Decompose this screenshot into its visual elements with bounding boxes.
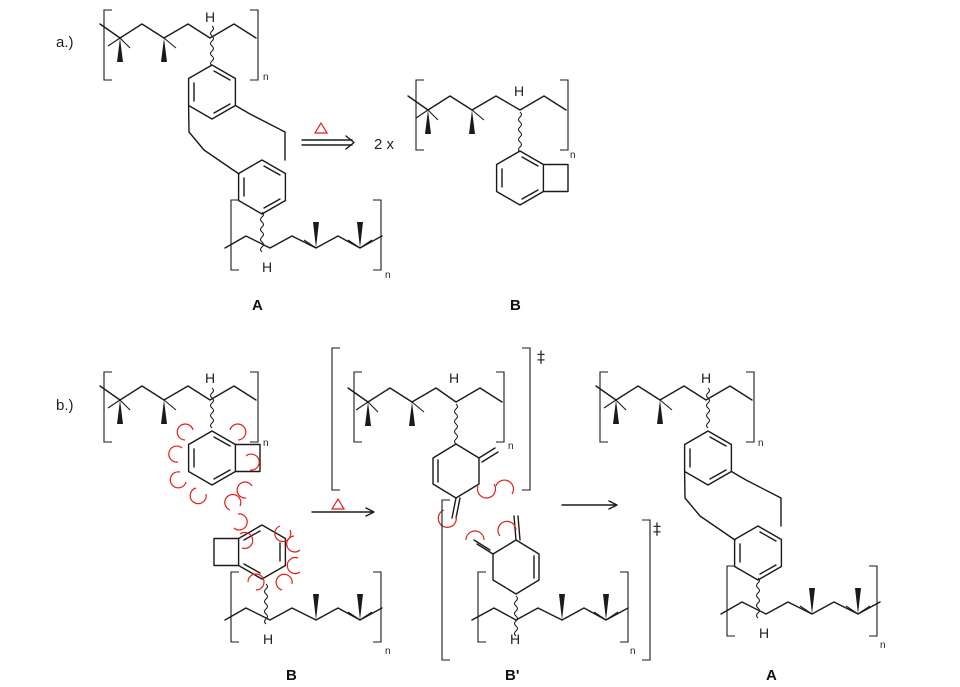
h-atom: H: [205, 9, 215, 25]
molecule-a-bottom: H n: [224, 199, 391, 281]
reaction-arrow-b: [561, 500, 618, 510]
h-atom: H: [205, 370, 215, 386]
repeat-n: n: [630, 646, 636, 657]
label-a-top: A: [252, 297, 263, 314]
double-dagger: ‡: [537, 347, 545, 366]
h-atom: H: [514, 83, 524, 99]
repeat-n: n: [385, 646, 391, 657]
repeat-n: n: [758, 438, 764, 449]
label-a-bottom: A: [766, 667, 777, 684]
h-atom: H: [759, 625, 769, 641]
h-atom: H: [449, 370, 459, 386]
coefficient-label: 2 x: [374, 136, 395, 153]
transition-state-b-prime: ‡ H n ‡: [331, 347, 661, 661]
panel-a-label: a.): [56, 34, 74, 51]
heat-arrow-b: [311, 497, 375, 517]
repeat-n: n: [263, 72, 269, 83]
repeat-n: n: [570, 150, 576, 161]
repeat-n: n: [880, 640, 886, 651]
panel-b-label: b.): [56, 397, 74, 414]
molecule-b-a: H n: [407, 79, 576, 205]
label-b-prime: B': [505, 667, 519, 684]
h-atom: H: [701, 370, 711, 386]
molecule-a-product: H n H n: [595, 370, 886, 651]
repeat-n: n: [263, 438, 269, 449]
label-b-bottom: B: [286, 667, 297, 684]
label-b-top: B: [510, 297, 521, 314]
h-atom: H: [262, 259, 272, 275]
h-atom: H: [510, 631, 520, 647]
molecule-b-pair: H n H n: [99, 370, 391, 657]
molecule-a-top: H n: [99, 9, 285, 253]
double-dagger: ‡: [653, 519, 661, 538]
h-atom: H: [263, 631, 273, 647]
heat-arrow-a: [301, 121, 355, 150]
repeat-n: n: [508, 441, 514, 452]
repeat-n: n: [385, 270, 391, 281]
